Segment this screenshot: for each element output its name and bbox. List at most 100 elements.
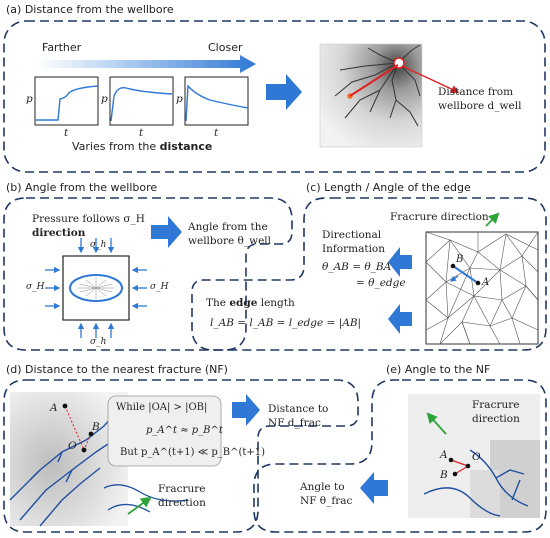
dir-info-line2: Information [322,243,386,255]
big-arrow-d [232,394,260,426]
p-axis-label-3: p [176,93,183,105]
panel-c-border [191,197,547,351]
reservoir-image [319,43,460,148]
panel-e-border [253,379,547,533]
node-label-O-e: O [472,451,481,463]
curve-closer [185,84,249,122]
sigma-H-left: σ_H [26,282,45,292]
gradient-arrow [38,55,256,73]
approx-line: p_A^t ≈ p_B^t [146,425,223,436]
big-arrow-b [151,216,182,248]
p-axis-label-2: p [101,93,108,105]
node-B-d [88,431,94,437]
fracture-direction-d-line1: Fracrure [158,483,206,495]
sigma-h-bottom: σ_h [90,337,107,347]
distance-to-line2: NF d_frac [268,417,321,429]
condition-box [107,395,222,467]
pointer-to-label [401,65,460,93]
distance-line [349,64,399,97]
node-label-B-c: B [456,254,464,265]
node-label-B-d: B [92,421,100,433]
dist-OB-e [454,465,469,475]
node-O-e [465,463,471,469]
plot-farther-frame [34,76,99,126]
farther-label: Farther [42,41,82,54]
node-label-O-d: O [68,440,77,452]
node-B-c [450,263,456,269]
fracture-network [334,44,421,127]
angle-line1: Angle from the [188,221,268,233]
angle-to-line2: NF θ_frac [300,495,353,507]
varies-prefix: Varies from the [72,140,160,153]
curve-farther [36,85,99,121]
t-axis-label-3: t [214,127,219,139]
panel-a-title: (a) Distance from the wellbore [6,3,174,16]
but-line: But p_A^(t+1) ≪ p_B^(t+1) [120,447,266,458]
edge-dir-marker [450,275,459,282]
closer-label: Closer [208,41,243,54]
theta-eq1: θ_AB = θ_BA [322,261,392,273]
edge-AB [452,265,479,284]
node-A-c [475,280,481,286]
t-axis-label-2: t [139,127,144,139]
node-A-e [448,457,454,463]
sigma-H-right: σ_H [150,282,169,292]
panel-b-title: (b) Angle from the wellbore [6,181,158,194]
triangular-mesh [425,231,539,345]
edge-length-suffix: length [257,297,295,309]
dist-OB [83,433,92,451]
node-O-d [81,447,87,453]
fracture-e2 [495,469,525,479]
fracture-direction-arrow-c [485,212,500,227]
fracture-direction-e-line2: direction [472,413,520,425]
panel-e-title: (e) Angle to the NF [386,363,491,376]
curve-mid [110,86,173,122]
node-B-e [452,471,458,477]
while-line: While |OA| > |OB| [116,402,208,413]
length-equation: l_AB = l_AB = l_edge = |AB| [210,317,362,329]
distance-label-line1: Distance from [438,86,514,98]
varies-bold: distance [159,140,213,153]
fracture-e3 [423,487,501,517]
fracture-d3 [39,467,101,527]
node-label-A-d: A [50,402,58,414]
edge-length-label: The edge length [206,298,295,309]
panel-d-title: (d) Distance to the nearest fracture (NF… [6,363,228,376]
fracture-d4 [29,469,41,481]
panel-b-border [3,197,293,351]
pressure-line1: Pressure follows σ_H [32,213,145,225]
distance-label-line2: wellbore d_well [438,100,522,112]
dist-OA-e [450,459,469,467]
big-arrow-a [266,74,302,110]
node-A-d [62,403,68,409]
wellbore-cracks [78,277,114,299]
big-arrow-c2 [388,304,412,334]
angle-nf-image [408,394,540,518]
fracture-direction-e-line1: Fracrure [472,399,520,411]
panel-c-title: (c) Length / Angle of the edge [306,181,471,194]
dir-info-line1: Directional [322,229,382,241]
fracture-direction-d-line2: direction [158,497,206,509]
edge-length-bold: edge [229,297,258,309]
plot-mid-frame [109,76,174,126]
panel-borders [3,20,547,533]
angle-to-line1: Angle to [300,481,345,493]
angle-line2: wellbore θ_well [188,235,272,247]
theta-eq2: = θ_edge [356,277,406,289]
p-axis-label-1: p [26,93,33,105]
varies-caption: Varies from the distance [72,141,212,152]
fracture-direction-c: Fracrure direction [390,211,489,223]
fracture-sketch-d [103,484,189,513]
big-arrow-e [360,472,388,504]
edge-length-prefix: The [206,297,230,309]
fracture-direction-arrow-e [426,412,447,435]
node-label-B-e: B [440,469,448,481]
distance-to-line1: Distance to [268,403,329,415]
node-label-A-e: A [440,449,448,461]
pressure-line2: direction [32,227,86,239]
sigma-h-top: σ_h [90,240,107,250]
big-arrow-c1 [388,247,412,277]
fracture-e4 [511,479,521,501]
t-axis-label-1: t [64,127,69,139]
